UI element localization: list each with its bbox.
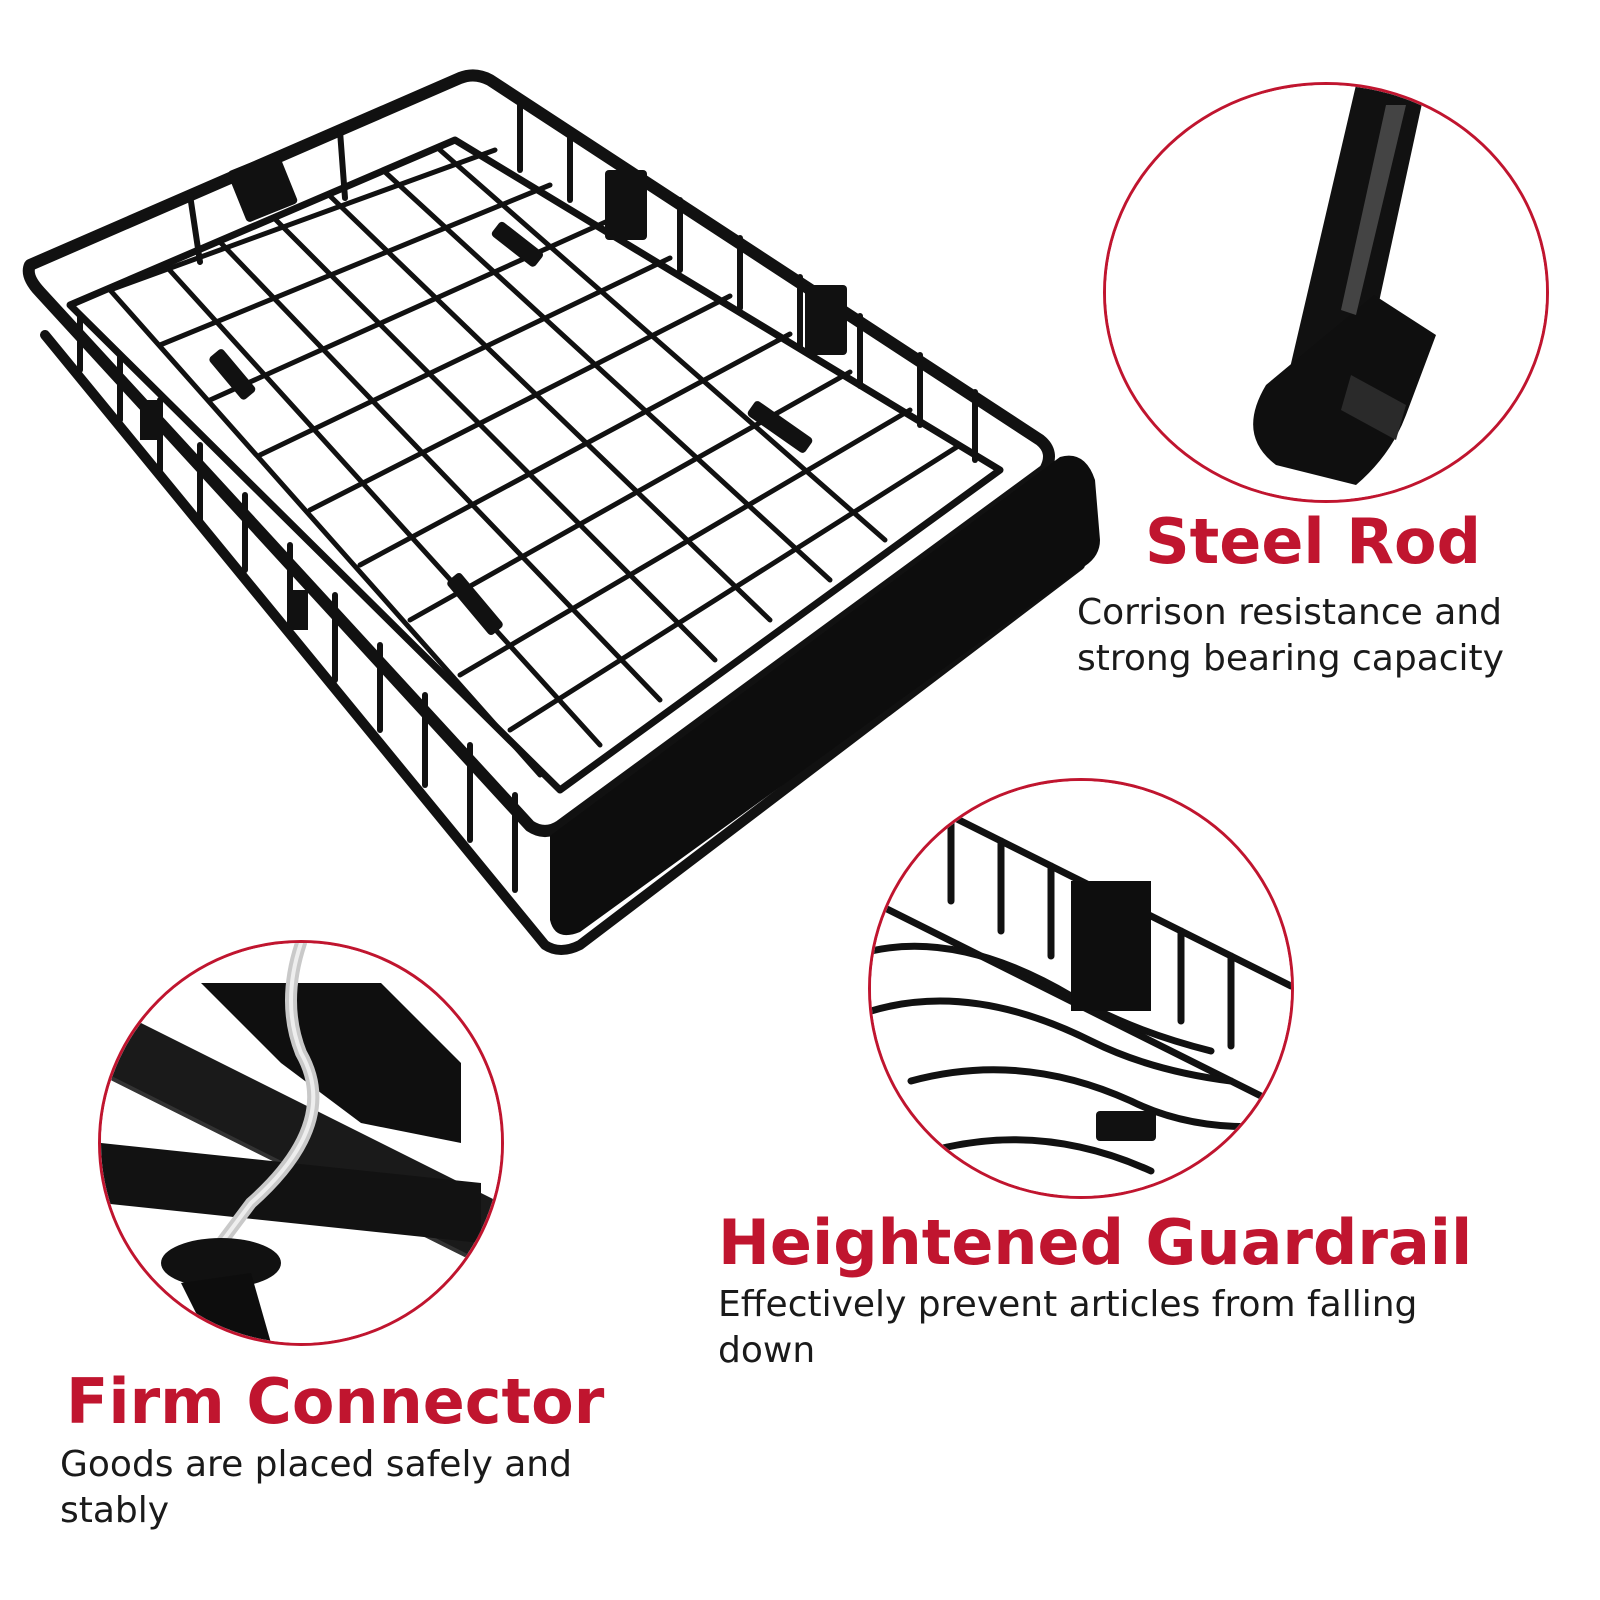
guardrail-detail-image <box>868 778 1294 1199</box>
feature-desc-heightened-guardrail: Effectively prevent articles from fallin… <box>718 1284 1418 1372</box>
steel-rod-detail-image <box>1103 82 1549 503</box>
feature-title-firm-connector: Firm Connector <box>66 1365 605 1438</box>
feature-desc-firm-connector: Goods are placed safely and stably <box>60 1444 572 1532</box>
cargo-basket-image <box>0 0 1120 980</box>
feature-desc-steel-rod: Corrison resistance and strong bearing c… <box>1077 592 1504 680</box>
feature-title-heightened-guardrail: Heightened Guardrail <box>718 1206 1473 1279</box>
feature-title-steel-rod: Steel Rod <box>1145 505 1481 578</box>
connector-detail-image <box>98 940 504 1346</box>
